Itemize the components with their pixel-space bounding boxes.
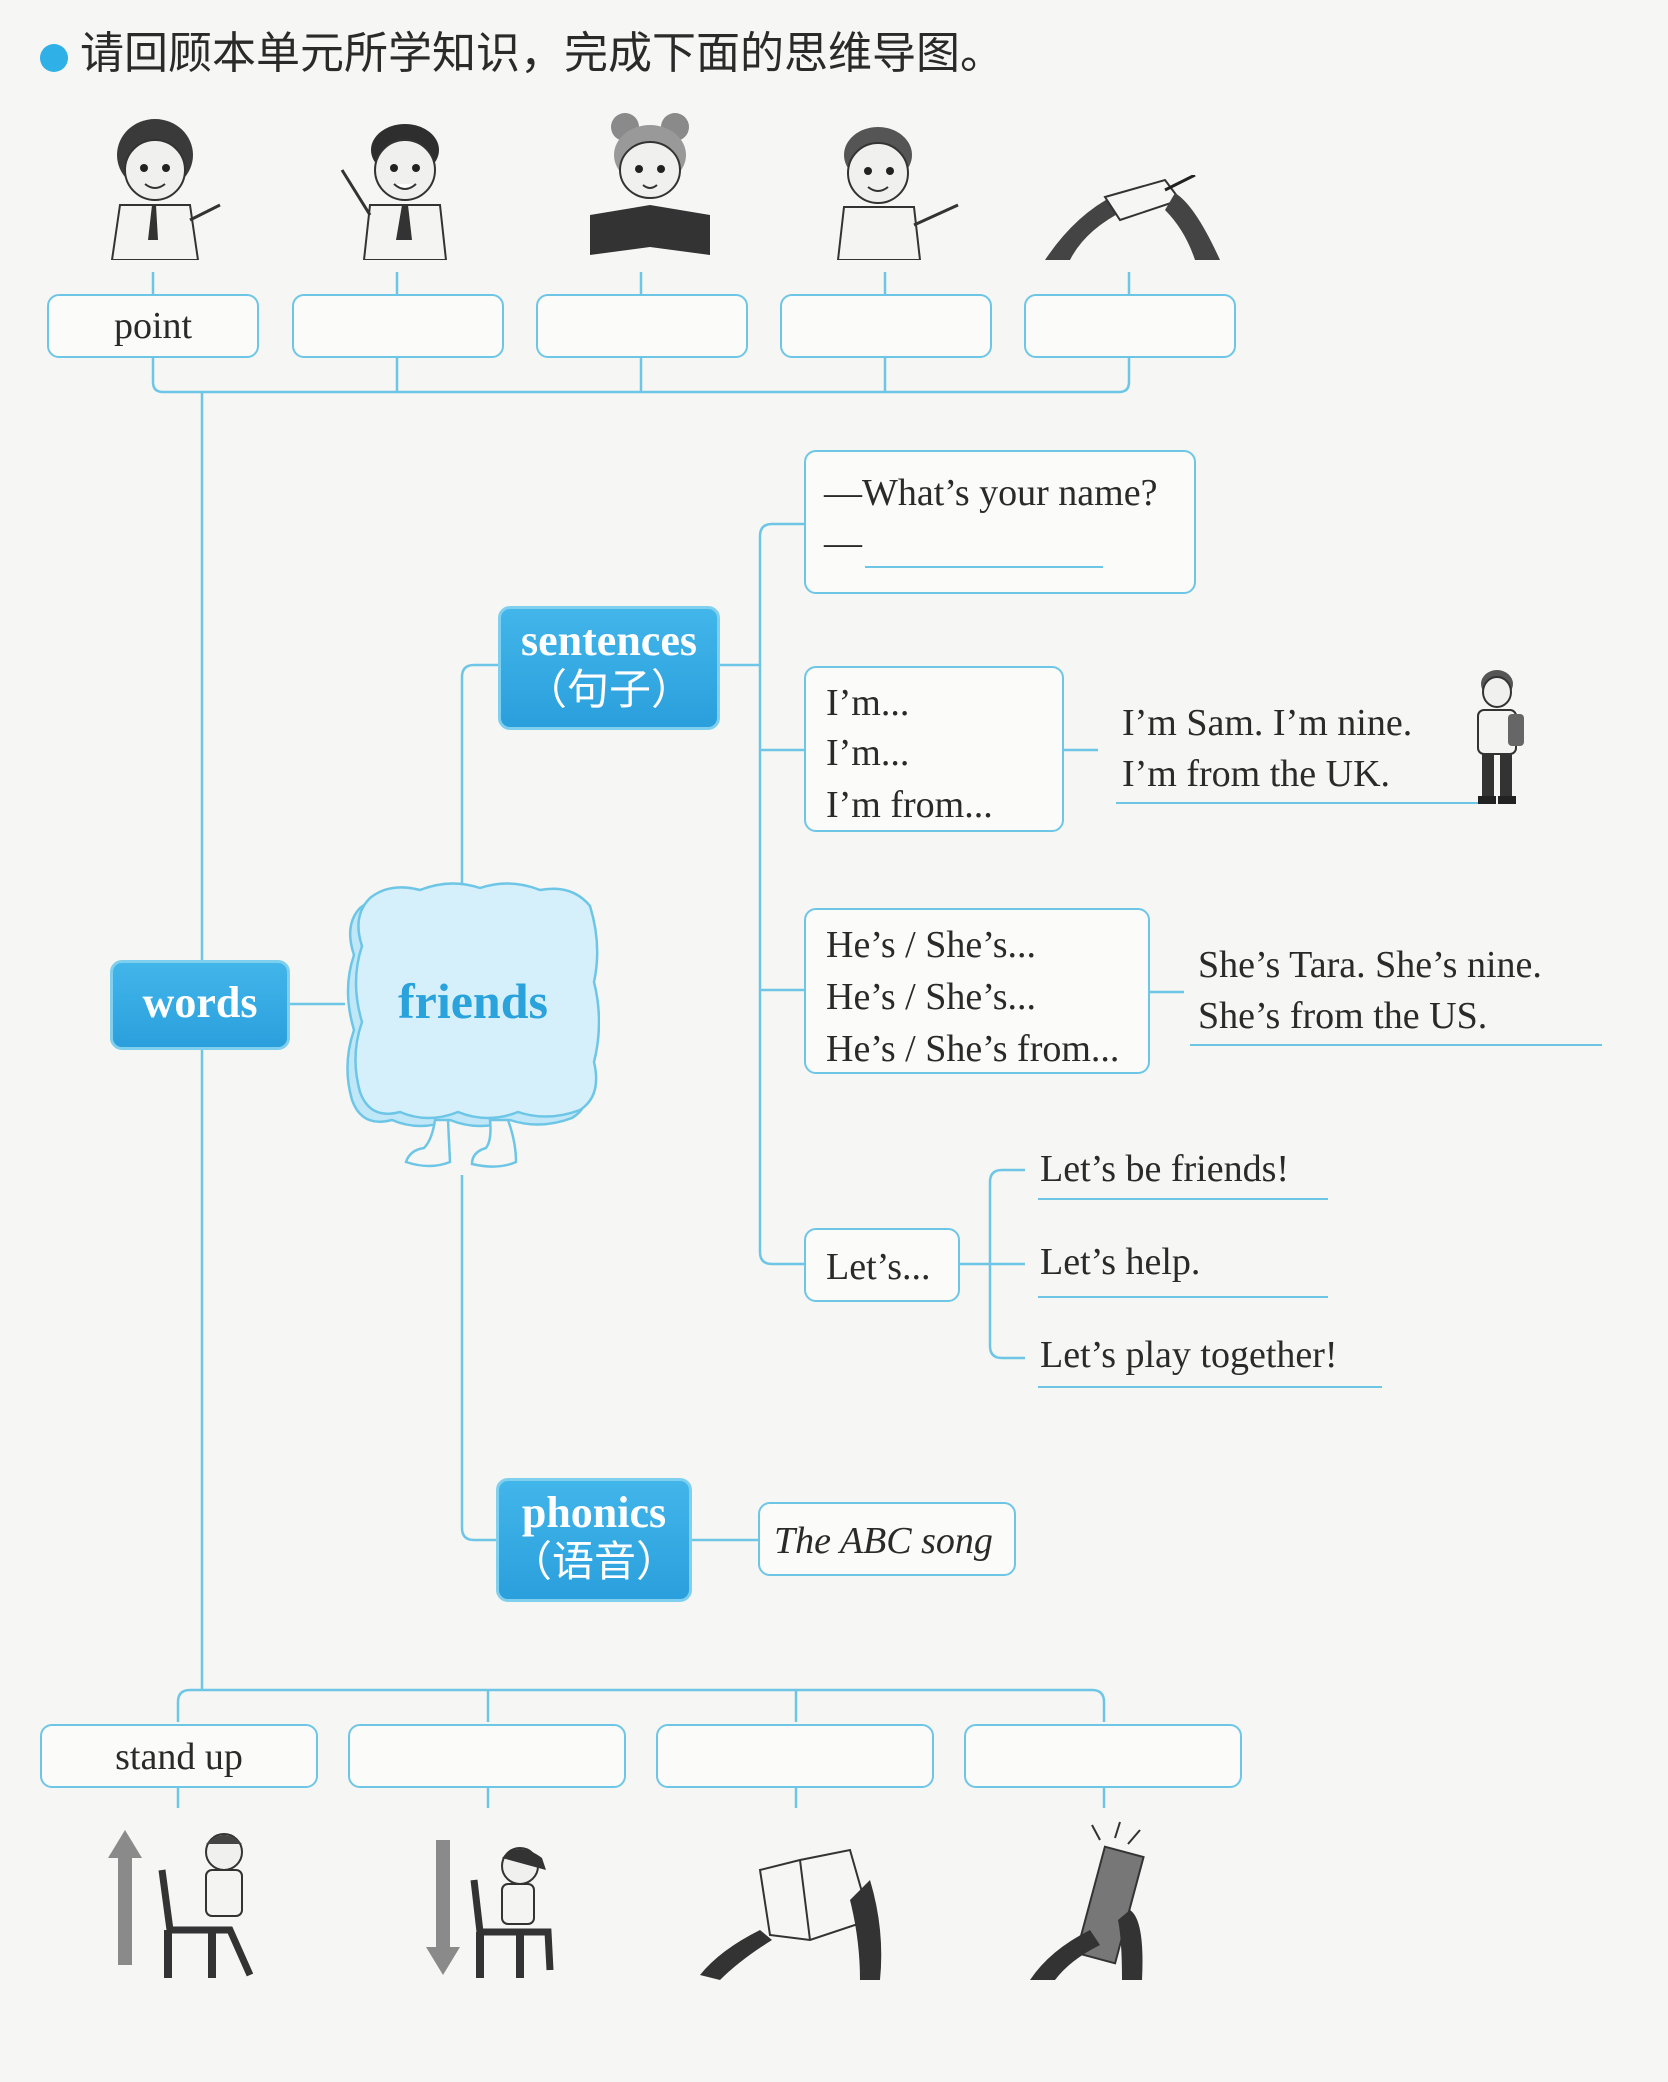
question-line: —What’s your name? bbox=[824, 472, 1158, 514]
words-label: words bbox=[142, 978, 258, 1027]
im-line-1: I’m... bbox=[826, 682, 910, 724]
lets-label: Let’s... bbox=[826, 1246, 931, 1288]
lets-item-3-underline bbox=[1038, 1386, 1382, 1388]
friends-cloud-shape bbox=[346, 882, 600, 1168]
girl-reading-picture bbox=[590, 113, 710, 255]
friends-label: friends bbox=[398, 973, 548, 1029]
bottom-word-box-4[interactable] bbox=[964, 1724, 1242, 1788]
boy-waving-picture bbox=[340, 124, 448, 260]
he-line-1: He’s / She’s... bbox=[826, 924, 1037, 966]
bullet-dot bbox=[40, 44, 68, 72]
tara-underline bbox=[1190, 1044, 1602, 1046]
close-book-picture bbox=[1030, 1821, 1145, 1980]
words-node: words bbox=[110, 960, 290, 1050]
boy-pointing-picture bbox=[836, 127, 959, 260]
sam-underline bbox=[1116, 802, 1496, 804]
top-word-box-1[interactable]: point bbox=[47, 294, 259, 358]
bottom-word-box-3[interactable] bbox=[656, 1724, 934, 1788]
girl-pointing-picture bbox=[110, 119, 221, 260]
top-word-box-2[interactable] bbox=[292, 294, 504, 358]
sentences-sub-label: （句子） bbox=[524, 665, 693, 715]
lets-item-2: Let’s help. bbox=[1040, 1241, 1201, 1283]
phonics-label: phonics bbox=[521, 1488, 667, 1537]
top-word-box-3[interactable] bbox=[536, 294, 748, 358]
name-answer-line[interactable] bbox=[865, 566, 1103, 568]
sit-down-picture bbox=[426, 1840, 554, 1978]
sam-example-line-1: I’m Sam. I’m nine. bbox=[1122, 702, 1413, 744]
im-line-2: I’m... bbox=[826, 732, 910, 774]
bottom-word-box-1[interactable]: stand up bbox=[40, 1724, 318, 1788]
top-word-point: point bbox=[113, 305, 193, 347]
sam-example-line-2: I’m from the UK. bbox=[1122, 753, 1391, 795]
top-word-box-4[interactable] bbox=[780, 294, 992, 358]
he-line-2: He’s / She’s... bbox=[826, 976, 1037, 1018]
lets-item-1-underline bbox=[1038, 1198, 1328, 1200]
whats-your-name-box: —What’s your name? — bbox=[804, 450, 1196, 594]
sentences-node: sentences （句子） bbox=[498, 606, 720, 730]
lets-item-2-underline bbox=[1038, 1296, 1328, 1298]
im-line-3: I’m from... bbox=[826, 784, 993, 826]
tara-example-line-2: She’s from the US. bbox=[1198, 995, 1488, 1037]
abc-song-box: The ABC song bbox=[758, 1502, 1016, 1576]
lets-pattern-box: Let’s... bbox=[804, 1228, 960, 1302]
top-word-box-5[interactable] bbox=[1024, 294, 1236, 358]
answer-dash: — bbox=[824, 522, 862, 564]
lets-item-3: Let’s play together! bbox=[1040, 1334, 1338, 1376]
sam-boy-picture bbox=[1477, 670, 1524, 804]
hands-writing-picture bbox=[1045, 175, 1220, 260]
open-book-picture bbox=[700, 1848, 882, 1980]
phonics-sub-label: （语音） bbox=[509, 1537, 678, 1587]
phonics-node: phonics （语音） bbox=[496, 1478, 692, 1602]
instruction-text: 请回顾本单元所学知识，完成下面的思维导图。 bbox=[80, 28, 1004, 79]
lets-item-1: Let’s be friends! bbox=[1040, 1148, 1290, 1190]
sentences-label: sentences bbox=[521, 616, 697, 665]
tara-example-line-1: She’s Tara. She’s nine. bbox=[1198, 944, 1542, 986]
im-pattern-box: I’m... I’m... I’m from... bbox=[804, 666, 1064, 832]
bottom-word-box-2[interactable] bbox=[348, 1724, 626, 1788]
he-line-3: He’s / She’s from... bbox=[826, 1028, 1120, 1070]
he-she-pattern-box: He’s / She’s... He’s / She’s... He’s / S… bbox=[804, 908, 1150, 1074]
bottom-word-stand-up: stand up bbox=[115, 1736, 243, 1778]
abc-song-label: The ABC song bbox=[774, 1520, 993, 1562]
stand-up-picture bbox=[108, 1830, 254, 1978]
